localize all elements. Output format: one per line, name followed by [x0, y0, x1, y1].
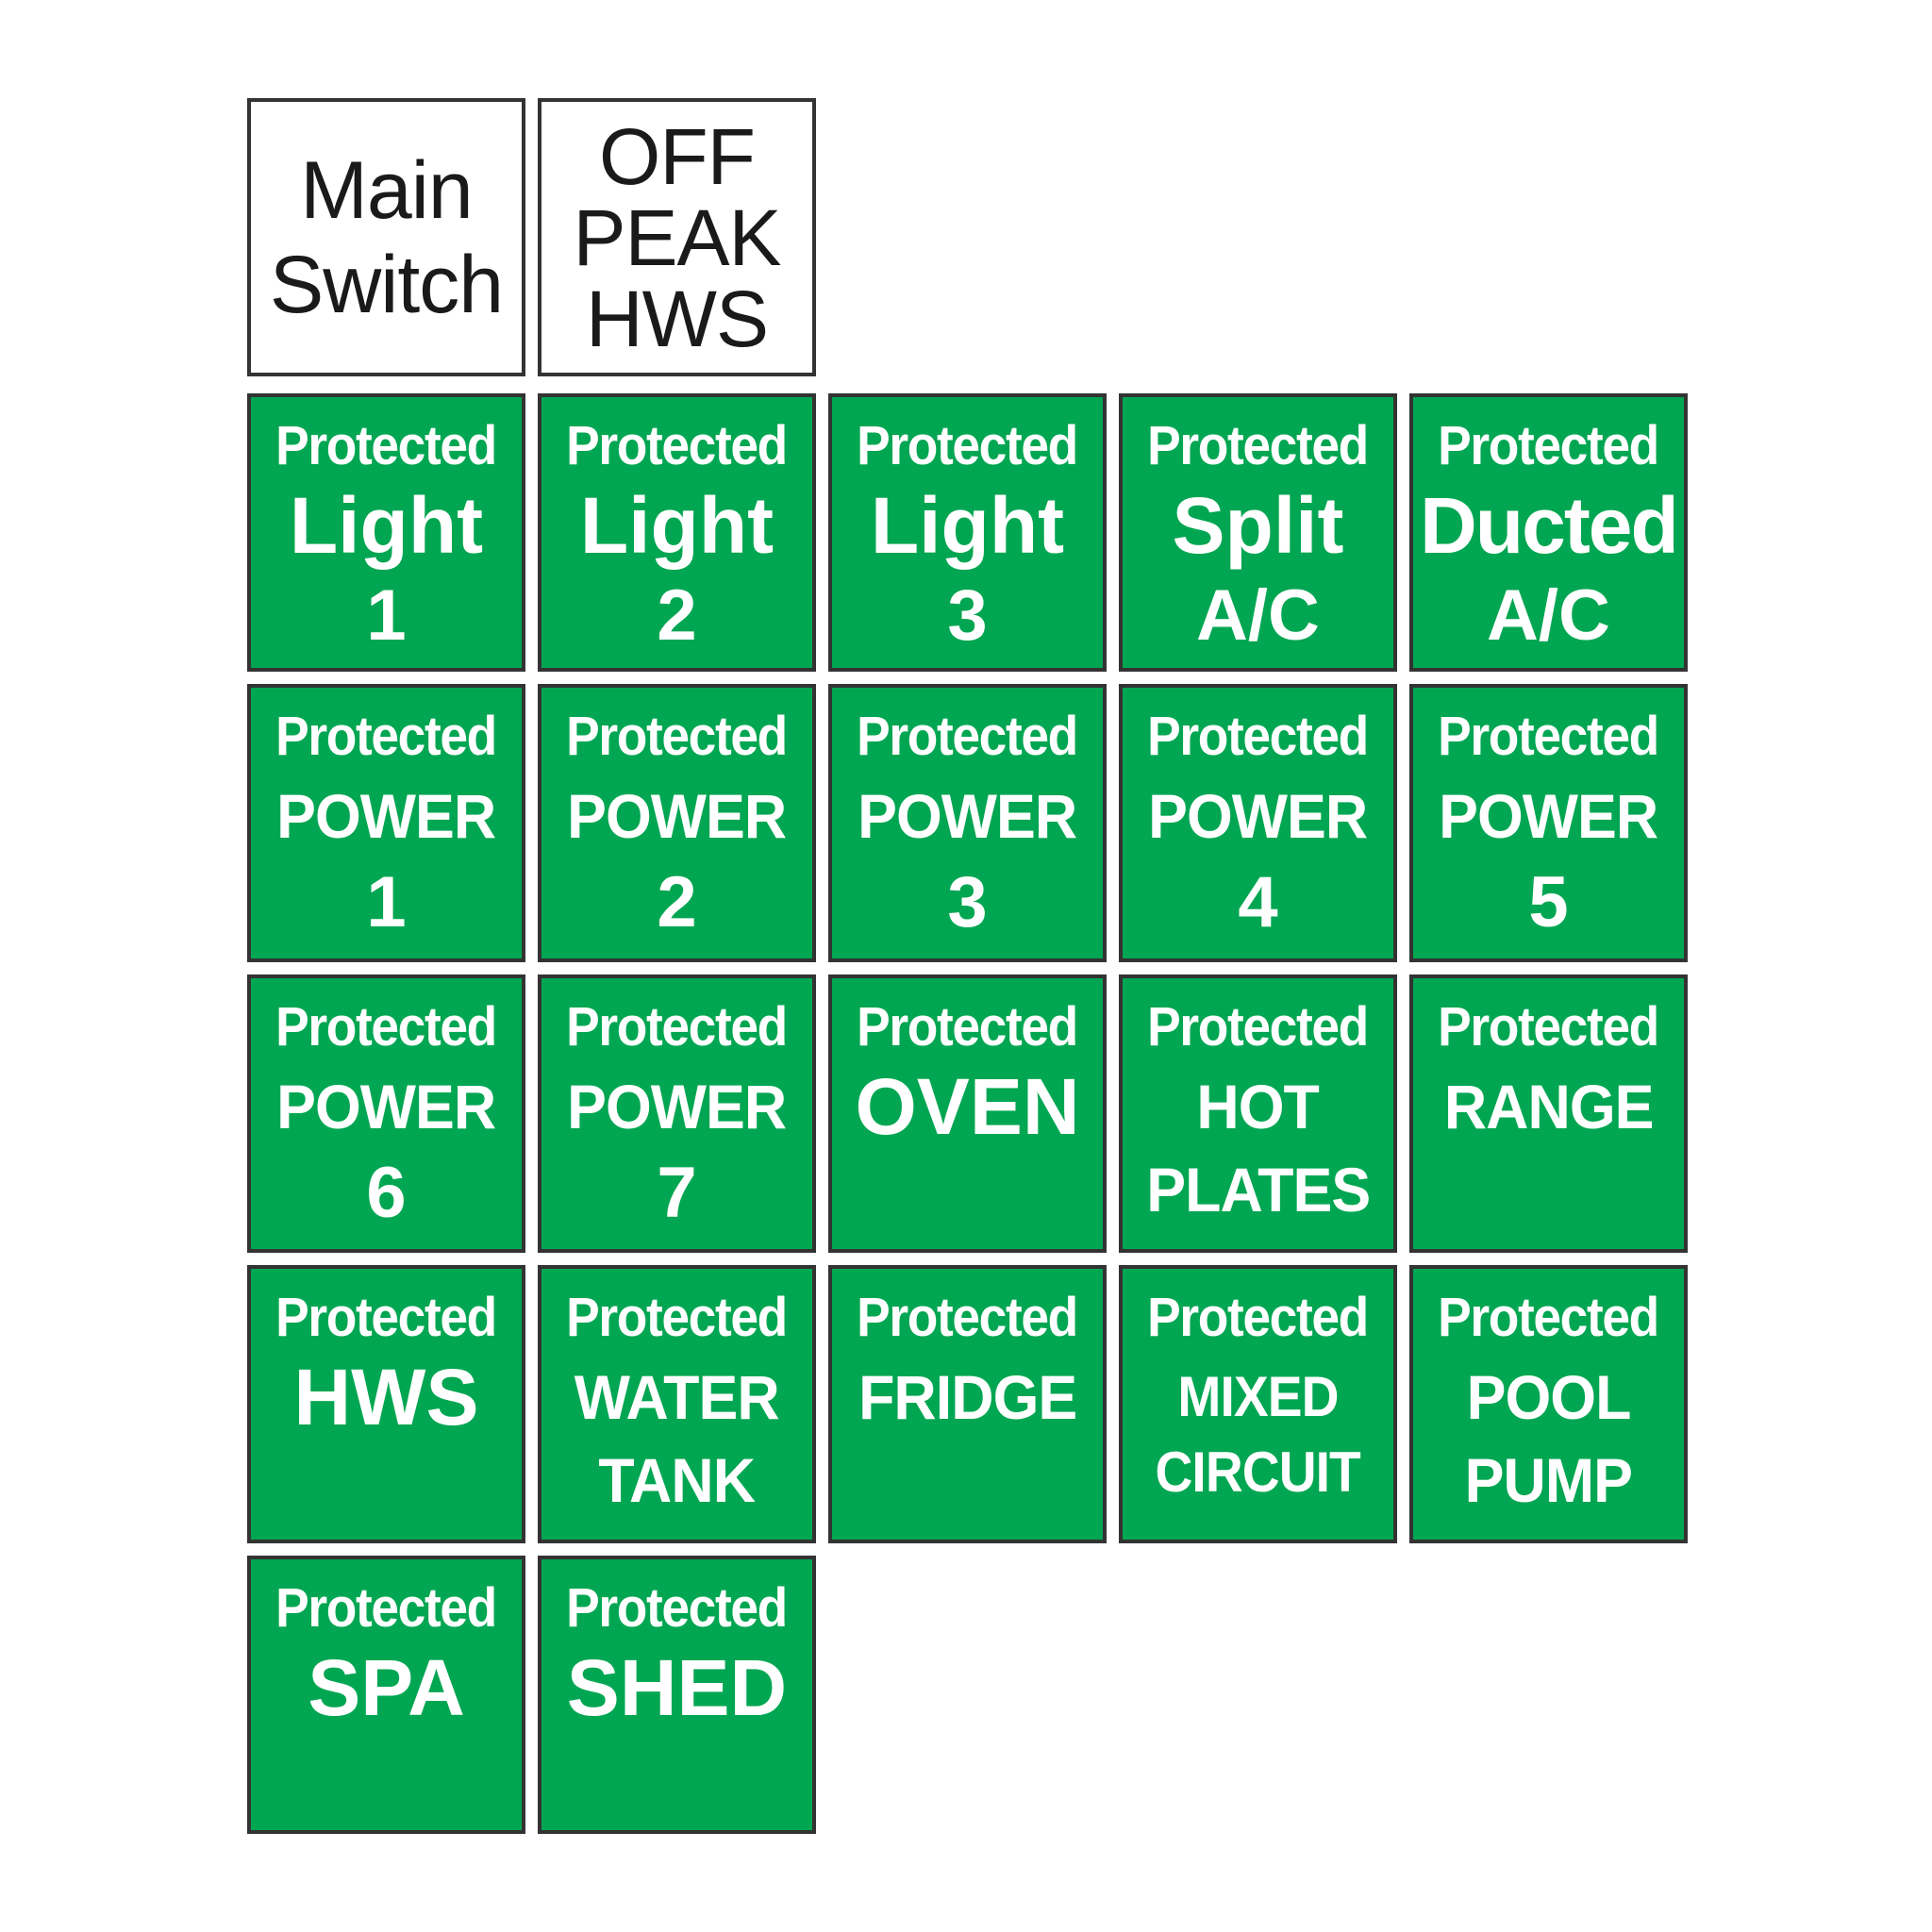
label-text: TANK: [598, 1445, 757, 1515]
label-text: Ducted: [1420, 481, 1679, 570]
label-number: 1: [366, 575, 407, 656]
label-text: POWER: [567, 781, 787, 851]
label-text: RANGE: [1443, 1072, 1655, 1141]
label-power-1: Protected POWER 1: [247, 684, 525, 962]
label-number: 1: [366, 862, 407, 942]
label-power-2: Protected POWER 2: [538, 684, 816, 962]
label-number: 7: [657, 1153, 697, 1233]
label-text: Switch: [269, 239, 504, 330]
label-main-switch: Main Switch: [247, 98, 525, 376]
protected-prefix: Protected: [1147, 415, 1370, 476]
label-text: POWER: [276, 1072, 496, 1141]
label-text: FRIDGE: [858, 1362, 1077, 1432]
label-number: 2: [657, 862, 697, 942]
protected-prefix: Protected: [1438, 1287, 1660, 1348]
label-text: Split: [1172, 481, 1344, 570]
label-text: PLATES: [1146, 1155, 1371, 1224]
label-text: POWER: [1148, 781, 1368, 851]
label-split-ac: Protected Split A/C: [1119, 393, 1397, 672]
label-text: PUMP: [1464, 1445, 1633, 1515]
protected-prefix: Protected: [275, 996, 498, 1058]
label-text: A/C: [1196, 575, 1320, 656]
protected-prefix: Protected: [857, 415, 1079, 476]
label-ducted-ac: Protected Ducted A/C: [1409, 393, 1688, 672]
label-text: HOT: [1196, 1072, 1320, 1141]
label-text: POWER: [276, 781, 496, 851]
protected-prefix: Protected: [275, 1287, 498, 1348]
label-text: PEAK: [573, 192, 781, 282]
label-text: Main: [300, 144, 473, 236]
label-text: POOL: [1466, 1362, 1632, 1432]
label-text: Light: [289, 481, 484, 570]
label-text: HWS: [293, 1353, 479, 1441]
label-range: Protected RANGE: [1409, 974, 1688, 1253]
protected-prefix: Protected: [566, 1287, 789, 1348]
label-power-6: Protected POWER 6: [247, 974, 525, 1253]
protected-prefix: Protected: [566, 996, 789, 1058]
protected-prefix: Protected: [566, 1577, 789, 1639]
label-text: Light: [579, 481, 774, 570]
label-text: POWER: [858, 781, 1077, 851]
label-shed: Protected SHED: [538, 1556, 816, 1834]
label-text: OVEN: [855, 1062, 1080, 1151]
label-number: 5: [1528, 862, 1569, 942]
protected-prefix: Protected: [857, 706, 1079, 767]
label-power-4: Protected POWER 4: [1119, 684, 1397, 962]
label-text: Light: [870, 481, 1065, 570]
label-number: 3: [947, 862, 988, 942]
label-mixed-circuit: Protected MIXED CIRCUIT: [1119, 1265, 1397, 1543]
label-pool-pump: Protected POOL PUMP: [1409, 1265, 1688, 1543]
protected-prefix: Protected: [275, 415, 498, 476]
label-off-peak-hws: OFF PEAK HWS: [538, 98, 816, 376]
protected-prefix: Protected: [566, 415, 789, 476]
label-text: MIXED: [1177, 1365, 1339, 1428]
label-text: POWER: [567, 1072, 787, 1141]
label-hot-plates: Protected HOT PLATES: [1119, 974, 1397, 1253]
label-text: SHED: [566, 1643, 788, 1732]
label-text: HWS: [586, 274, 769, 363]
label-fridge: Protected FRIDGE: [828, 1265, 1107, 1543]
label-light-1: Protected Light 1: [247, 393, 525, 672]
label-light-2: Protected Light 2: [538, 393, 816, 672]
label-number: 6: [366, 1153, 407, 1233]
label-text: POWER: [1439, 781, 1658, 851]
label-spa: Protected SPA: [247, 1556, 525, 1834]
protected-prefix: Protected: [1438, 706, 1660, 767]
label-oven: Protected OVEN: [828, 974, 1107, 1253]
label-power-5: Protected POWER 5: [1409, 684, 1688, 962]
protected-prefix: Protected: [1147, 1287, 1370, 1348]
protected-prefix: Protected: [275, 1577, 498, 1639]
label-number: 3: [947, 575, 988, 656]
label-power-7: Protected POWER 7: [538, 974, 816, 1253]
protected-prefix: Protected: [275, 706, 498, 767]
protected-prefix: Protected: [857, 1287, 1079, 1348]
label-power-3: Protected POWER 3: [828, 684, 1107, 962]
protected-prefix: Protected: [1147, 996, 1370, 1058]
label-hws: Protected HWS: [247, 1265, 525, 1543]
protected-prefix: Protected: [1438, 415, 1660, 476]
protected-prefix: Protected: [1147, 706, 1370, 767]
label-number: 2: [657, 575, 697, 656]
label-text: A/C: [1487, 575, 1610, 656]
label-water-tank: Protected WATER TANK: [538, 1265, 816, 1543]
label-number: 4: [1238, 862, 1278, 942]
label-text: CIRCUIT: [1155, 1441, 1361, 1504]
label-text: SPA: [308, 1643, 465, 1732]
label-text: WATER: [574, 1362, 780, 1432]
protected-prefix: Protected: [857, 996, 1079, 1058]
protected-prefix: Protected: [1438, 996, 1660, 1058]
label-text: OFF: [599, 111, 756, 201]
label-light-3: Protected Light 3: [828, 393, 1107, 672]
protected-prefix: Protected: [566, 706, 789, 767]
